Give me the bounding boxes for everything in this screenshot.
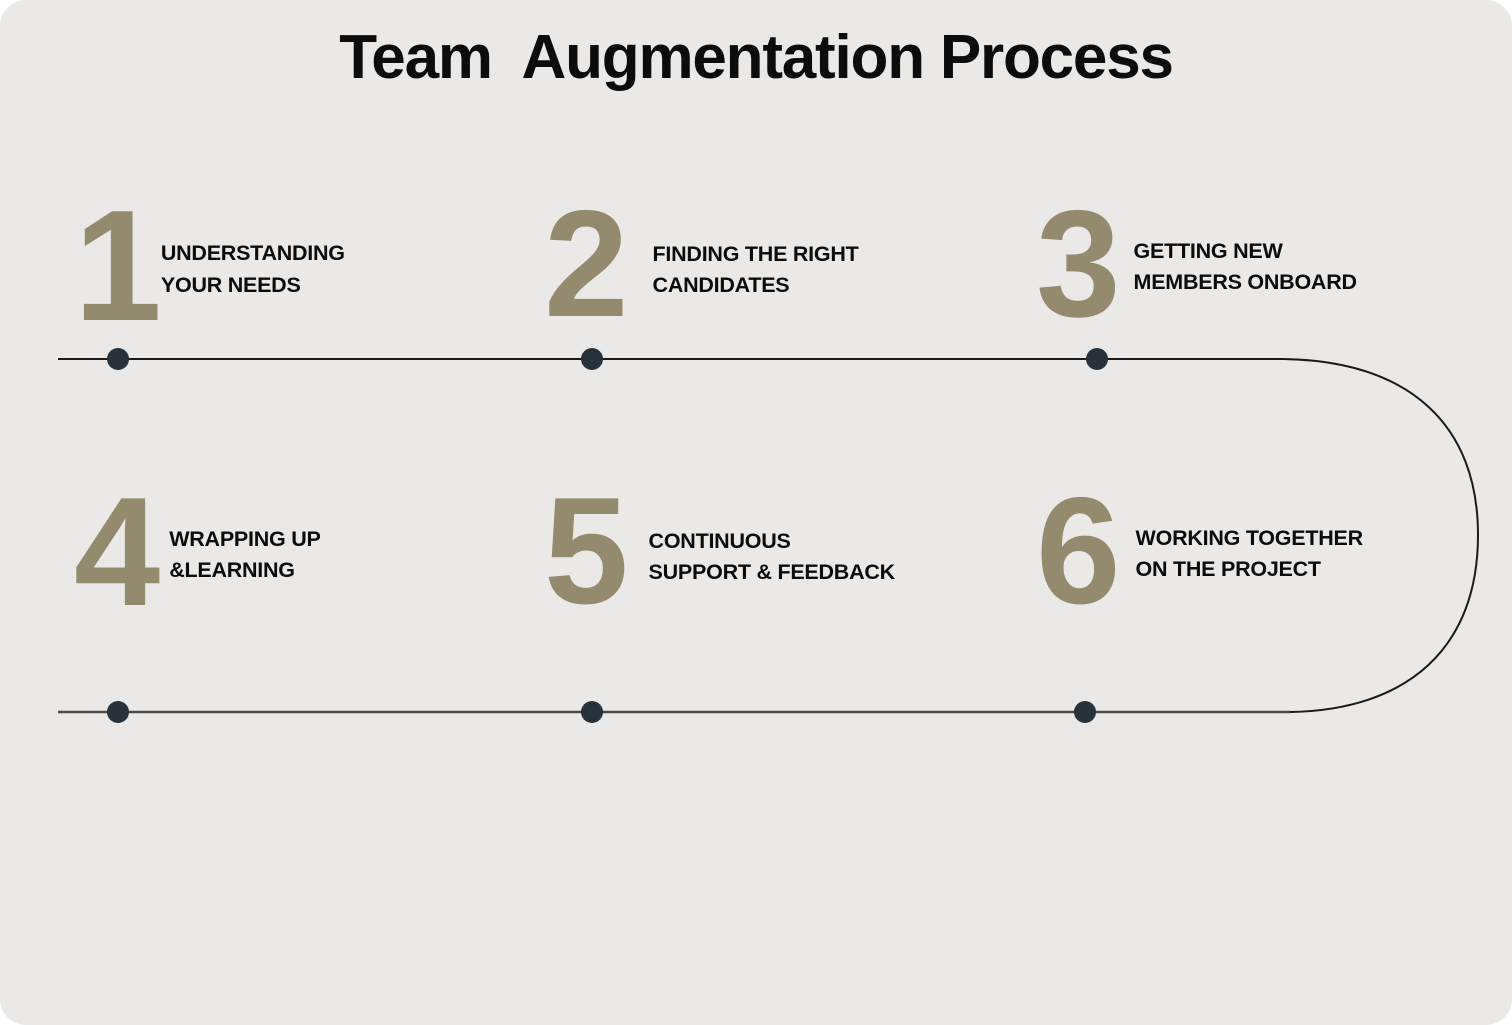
process-step-1[interactable]: 1 UNDERSTANDING YOUR NEEDS: [74, 178, 345, 354]
step-label-6: WORKING TOGETHER ON THE PROJECT: [1135, 525, 1364, 582]
step-number-4: 4: [74, 465, 160, 638]
timeline-marker-6: [1074, 701, 1096, 723]
process-step-5[interactable]: 5 CONTINUOUS SUPPORT & FEEDBACK: [544, 466, 896, 636]
step-label-4: WRAPPING UP &LEARNING: [169, 527, 321, 583]
process-step-6[interactable]: 6 WORKING TOGETHER ON THE PROJECT: [1036, 466, 1364, 636]
step-label-1: UNDERSTANDING YOUR NEEDS: [160, 241, 345, 297]
timeline-marker-3: [1086, 348, 1108, 370]
step-number-2: 2: [544, 179, 629, 349]
step-label-2: FINDING THE RIGHT CANDIDATES: [652, 241, 859, 298]
process-step-3[interactable]: 3 GETTING NEW MEMBERS ONBOARD: [1036, 179, 1357, 349]
process-step-4[interactable]: 4 WRAPPING UP &LEARNING: [74, 465, 321, 638]
timeline-marker-2: [581, 348, 603, 370]
step-number-5: 5: [544, 466, 629, 636]
step-number-6: 6: [1036, 466, 1121, 636]
step-number-3: 3: [1036, 179, 1121, 349]
timeline-marker-5: [581, 701, 603, 723]
step-label-3: GETTING NEW MEMBERS ONBOARD: [1133, 238, 1357, 295]
timeline-marker-4: [107, 701, 129, 723]
step-label-5: CONTINUOUS SUPPORT & FEEDBACK: [648, 528, 896, 585]
page-title: Team Augmentation Process: [339, 23, 1174, 92]
process-step-2[interactable]: 2 FINDING THE RIGHT CANDIDATES: [544, 179, 859, 349]
step-number-1: 1: [74, 178, 162, 354]
